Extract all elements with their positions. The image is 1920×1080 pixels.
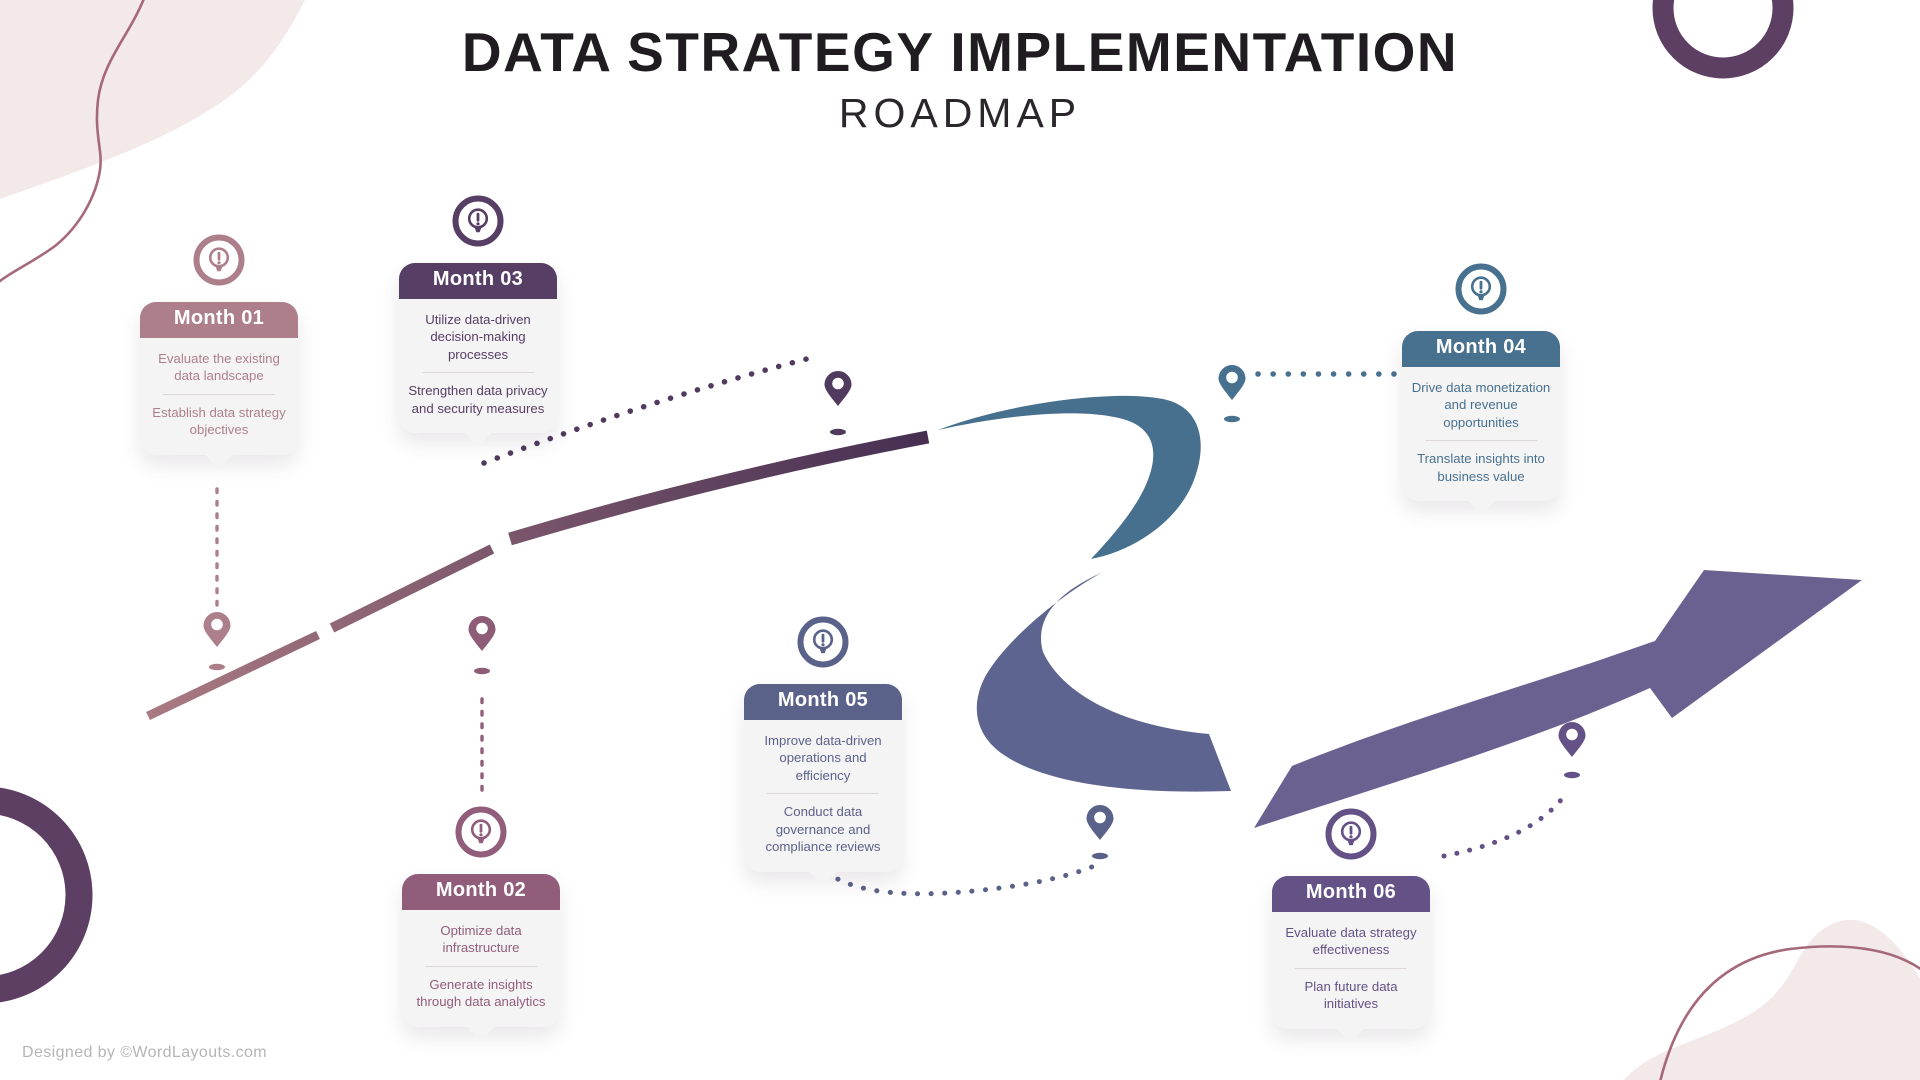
month-card-body: Evaluate data strategy effectiveness Pla… bbox=[1272, 912, 1430, 1029]
lightbulb-icon bbox=[193, 234, 245, 286]
decor-blob-bottom-right bbox=[1624, 919, 1920, 1080]
month-group-05: Month 05 Improve data-driven operations … bbox=[744, 616, 902, 886]
pin-shadow-dot bbox=[1092, 852, 1108, 860]
card-divider bbox=[422, 372, 534, 374]
decor-curve-top-left bbox=[0, 0, 145, 283]
dotted-connector-month-06 bbox=[1441, 792, 1568, 859]
pin-shadow-dot bbox=[1564, 771, 1580, 779]
page-subtitle: ROADMAP bbox=[838, 90, 1082, 136]
credit-text: Designed by ©WordLayouts.com bbox=[22, 1044, 268, 1061]
decor-ring-left bbox=[0, 787, 93, 1003]
pin-shadow-dot bbox=[209, 663, 225, 671]
card-divider bbox=[1295, 967, 1407, 969]
page-title: DATA STRATEGY IMPLEMENTATION bbox=[461, 21, 1459, 83]
month-card-body: Drive data monetization and revenue oppo… bbox=[1402, 367, 1560, 501]
task-text: Translate insights into business value bbox=[1417, 451, 1545, 484]
month-card: Month 05 Improve data-driven operations … bbox=[744, 684, 902, 886]
month-group-01: Month 01 Evaluate the existing data land… bbox=[140, 234, 298, 469]
month-card: Month 04 Drive data monetization and rev… bbox=[1402, 331, 1560, 515]
task-text: Optimize data infrastructure bbox=[440, 923, 522, 956]
decor-curve-bottom-right bbox=[1659, 945, 1920, 1080]
month-card-body: Evaluate the existing data landscape Est… bbox=[140, 338, 298, 455]
timeline-segment-1 bbox=[146, 630, 320, 721]
month-card: Month 01 Evaluate the existing data land… bbox=[140, 302, 298, 469]
decor-ring-top-right bbox=[1652, 0, 1794, 79]
month-card: Month 06 Evaluate data strategy effectiv… bbox=[1272, 876, 1430, 1043]
task-text: Evaluate data strategy effectiveness bbox=[1285, 925, 1417, 958]
task-text: Generate insights through data analytics bbox=[416, 976, 546, 1010]
lightbulb-icon bbox=[797, 616, 849, 668]
task-text: Strengthen data privacy and security mea… bbox=[408, 383, 548, 416]
month-card-title: Month 03 bbox=[399, 263, 557, 299]
lightbulb-icon bbox=[452, 195, 504, 247]
lightbulb-icon bbox=[1455, 263, 1507, 315]
task-text: Utilize data-driven decision-making proc… bbox=[425, 312, 531, 362]
task-text: Establish data strategy objectives bbox=[152, 404, 286, 438]
month-card: Month 02 Optimize data infrastructure Ge… bbox=[402, 874, 560, 1041]
decor-blob-top-left bbox=[0, 0, 305, 199]
lightbulb-icon bbox=[1325, 808, 1377, 860]
task-text: Improve data-driven operations and effic… bbox=[764, 733, 882, 783]
map-pin-icon bbox=[1086, 805, 1114, 860]
map-pin-icon bbox=[468, 616, 496, 675]
pin-shadow-dot bbox=[474, 667, 490, 675]
swoosh-crescent bbox=[976, 573, 1231, 792]
task-text: Drive data monetization and revenue oppo… bbox=[1411, 380, 1551, 430]
month-card-body: Optimize data infrastructure Generate in… bbox=[402, 910, 560, 1027]
card-divider bbox=[767, 793, 879, 795]
month-card-title: Month 04 bbox=[1402, 331, 1560, 367]
title-block: DATA STRATEGY IMPLEMENTATION ROADMAP bbox=[0, 20, 1920, 137]
card-divider bbox=[425, 965, 537, 967]
card-divider bbox=[1425, 440, 1537, 442]
map-pin-icon bbox=[824, 371, 852, 436]
month-card-title: Month 06 bbox=[1272, 876, 1430, 912]
swoosh-blue bbox=[938, 395, 1201, 559]
map-pin-icon bbox=[1218, 365, 1246, 423]
month-card: Month 03 Utilize data-driven decision-ma… bbox=[399, 263, 557, 447]
pin-shadow-dot bbox=[1224, 415, 1240, 423]
task-text: Evaluate the existing data landscape bbox=[158, 351, 280, 384]
card-divider bbox=[163, 393, 275, 395]
swoosh-arrow bbox=[1254, 570, 1862, 828]
month-group-06: Month 06 Evaluate data strategy effectiv… bbox=[1272, 808, 1430, 1043]
map-pin-icon bbox=[1558, 722, 1586, 779]
month-group-03: Month 03 Utilize data-driven decision-ma… bbox=[399, 195, 557, 447]
timeline-segment-2 bbox=[329, 544, 495, 633]
lightbulb-icon bbox=[455, 806, 507, 858]
map-pin-icon bbox=[203, 612, 231, 671]
month-group-04: Month 04 Drive data monetization and rev… bbox=[1402, 263, 1560, 515]
task-text: Conduct data governance and compliance r… bbox=[765, 804, 881, 855]
timeline-segment-3 bbox=[508, 430, 930, 546]
month-group-02: Month 02 Optimize data infrastructure Ge… bbox=[402, 806, 560, 1041]
month-card-title: Month 05 bbox=[744, 684, 902, 720]
dotted-connector-month-05 bbox=[814, 859, 1097, 897]
month-card-body: Improve data-driven operations and effic… bbox=[744, 720, 902, 872]
month-card-title: Month 01 bbox=[140, 302, 298, 338]
pin-shadow-dot bbox=[830, 428, 846, 436]
month-card-body: Utilize data-driven decision-making proc… bbox=[399, 299, 557, 433]
task-text: Plan future data initiatives bbox=[1304, 978, 1398, 1012]
month-card-title: Month 02 bbox=[402, 874, 560, 910]
